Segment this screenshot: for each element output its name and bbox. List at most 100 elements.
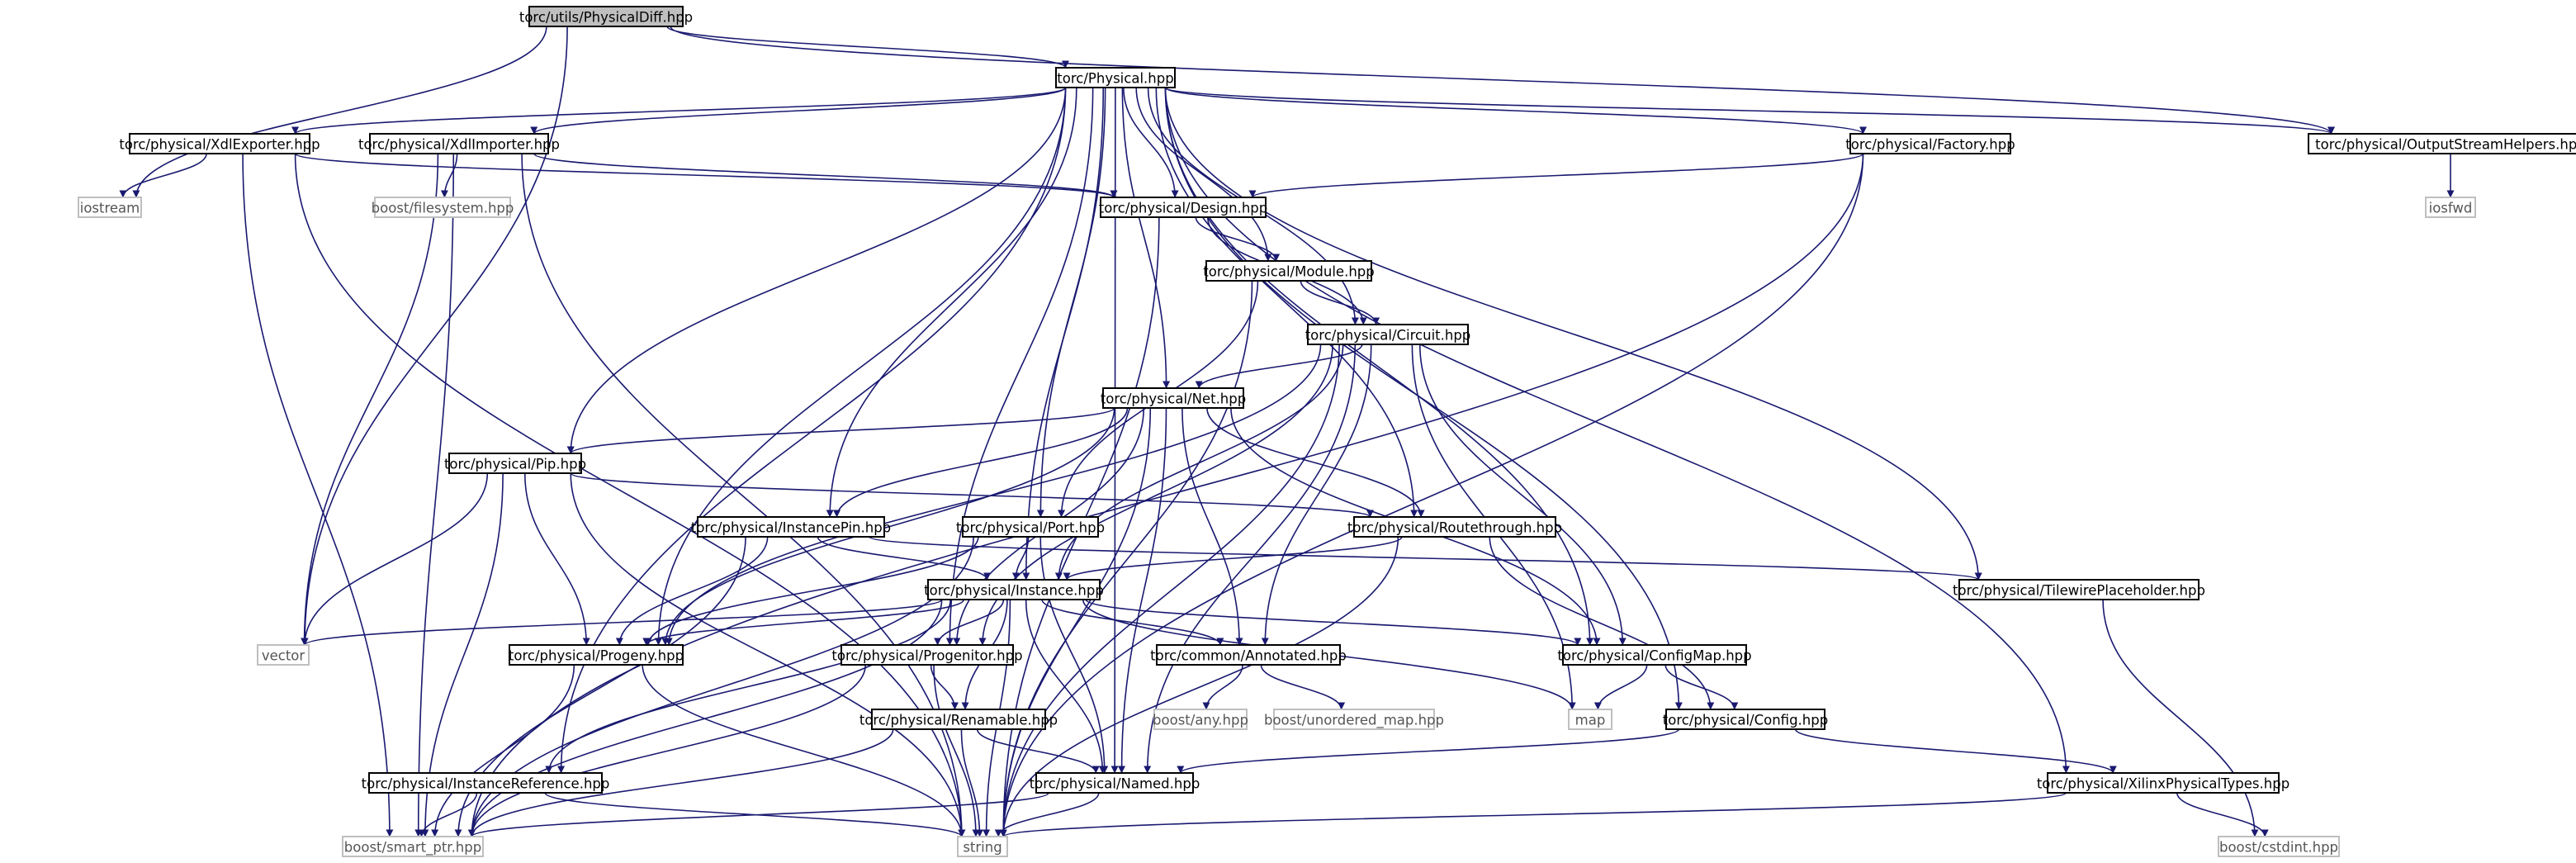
node-XilinxPhysicalTypes[interactable]: torc/physical/XilinxPhysicalTypes.hpp xyxy=(2037,772,2290,794)
edge-PhysicalDiff-to-Physical xyxy=(666,26,1069,69)
node-PhysicalDiff[interactable]: torc/utils/PhysicalDiff.hpp xyxy=(519,6,693,27)
edge-Module-to-Circuit xyxy=(1300,280,1380,325)
node-box xyxy=(528,6,684,27)
node-label: iosfwd xyxy=(2429,201,2473,216)
node-iostream: iostream xyxy=(78,197,142,218)
node-string: string xyxy=(957,836,1008,857)
edge-Pip-to-Routethrough xyxy=(570,472,1374,518)
node-box xyxy=(1665,709,1825,730)
node-label: torc/physical/InstancePin.hpp xyxy=(691,520,891,536)
edge-Physical-to-Factory xyxy=(1164,87,1867,135)
node-Config[interactable]: torc/physical/Config.hpp xyxy=(1663,709,1828,730)
edge-Circuit-to-ConfigMap xyxy=(1418,344,1627,646)
node-label: torc/physical/Design.hpp xyxy=(1099,201,1267,216)
node-label: torc/physical/InstanceReference.hpp xyxy=(362,776,610,792)
node-boost_smart_ptr: boost/smart_ptr.hpp xyxy=(342,836,484,857)
edge-XdlImporter-to-Design xyxy=(533,153,1118,198)
node-Pip[interactable]: torc/physical/Pip.hpp xyxy=(444,453,586,474)
node-box xyxy=(369,133,549,154)
edge-Instance-to-boost_smart_ptr xyxy=(467,599,943,837)
node-Physical[interactable]: torc/Physical.hpp xyxy=(1055,67,1176,88)
edge-Instance-to-ConfigMap xyxy=(1085,599,1582,646)
node-Design[interactable]: torc/physical/Design.hpp xyxy=(1099,197,1267,218)
edge-Design-to-Module xyxy=(1195,216,1281,262)
node-box xyxy=(1568,709,1612,730)
node-Named[interactable]: torc/physical/Named.hpp xyxy=(1030,772,1200,794)
edge-Named-to-boost_smart_ptr xyxy=(468,792,1049,837)
edge-InstancePin-to-Instance xyxy=(817,536,992,581)
node-Progenitor[interactable]: torc/physical/Progenitor.hpp xyxy=(831,644,1023,666)
node-InstanceReference[interactable]: torc/physical/InstanceReference.hpp xyxy=(362,772,610,794)
node-boost_filesystem: boost/filesystem.hpp xyxy=(372,197,514,218)
node-box xyxy=(1100,197,1267,218)
node-XdlExporter[interactable]: torc/physical/XdlExporter.hpp xyxy=(119,133,320,154)
node-label: torc/physical/Instance.hpp xyxy=(924,583,1104,599)
node-label: torc/physical/Renamable.hpp xyxy=(859,713,1058,728)
edge-PhysicalDiff-to-iostream xyxy=(132,26,547,198)
edge-Routethrough-to-Config xyxy=(1489,536,1715,710)
edge-InstanceReference-to-boost_smart_ptr xyxy=(418,792,478,837)
node-label: torc/utils/PhysicalDiff.hpp xyxy=(519,10,693,26)
node-box xyxy=(78,197,142,218)
node-Annotated[interactable]: torc/common/Annotated.hpp xyxy=(1150,644,1347,666)
node-boost_cstdint: boost/cstdint.hpp xyxy=(2218,836,2340,857)
edge-Physical-to-XilinxPhysicalTypes xyxy=(1164,87,2070,774)
edge-Net-to-Pip xyxy=(566,407,1115,454)
node-Module[interactable]: torc/physical/Module.hpp xyxy=(1203,260,1375,282)
nodes-layer: torc/utils/PhysicalDiff.hpp torc/Physical… xyxy=(78,6,2576,857)
node-boost_unordered_map: boost/unordered_map.hpp xyxy=(1264,709,1444,730)
edge-Net-to-Routethrough xyxy=(1206,407,1425,518)
edge-XdlExporter-to-boost_smart_ptr xyxy=(242,153,394,837)
node-label: boost/unordered_map.hpp xyxy=(1264,713,1444,729)
node-Factory[interactable]: torc/physical/Factory.hpp xyxy=(1845,133,2015,154)
node-Instance[interactable]: torc/physical/Instance.hpp xyxy=(924,579,1104,600)
node-label: torc/physical/OutputStreamHelpers.hpp xyxy=(2315,137,2576,153)
node-label: torc/physical/Factory.hpp xyxy=(1845,137,2015,153)
node-map: map xyxy=(1568,709,1612,730)
node-box xyxy=(2047,772,2280,794)
edge-Physical-to-Instance xyxy=(1022,87,1105,581)
edge-XdlExporter-to-iostream xyxy=(119,153,207,198)
node-label: torc/physical/Net.hpp xyxy=(1101,391,1246,407)
edge-Circuit-to-Annotated xyxy=(1261,344,1372,646)
edge-Physical-to-ConfigMap xyxy=(1164,87,1594,646)
node-label: torc/Physical.hpp xyxy=(1057,71,1173,87)
edge-Physical-to-InstancePin xyxy=(826,87,1077,518)
edge-Progenitor-to-Renamable xyxy=(930,664,959,710)
node-Progeny[interactable]: torc/physical/Progeny.hpp xyxy=(509,644,684,666)
edge-Circuit-to-Named xyxy=(1144,344,1357,774)
node-Routethrough[interactable]: torc/physical/Routethrough.hpp xyxy=(1347,516,1562,538)
node-Port[interactable]: torc/physical/Port.hpp xyxy=(956,516,1105,538)
node-box xyxy=(2308,133,2576,154)
node-label: torc/physical/Circuit.hpp xyxy=(1305,328,1471,344)
node-ConfigMap[interactable]: torc/physical/ConfigMap.hpp xyxy=(1557,644,1752,666)
edge-Physical-to-XdlExporter xyxy=(291,87,1067,135)
edge-Physical-to-Pip xyxy=(566,87,1067,454)
node-XdlImporter[interactable]: torc/physical/XdlImporter.hpp xyxy=(358,133,560,154)
node-box xyxy=(2218,836,2340,857)
node-label: torc/physical/TilewirePlaceholder.hpp xyxy=(1953,583,2205,599)
node-label: boost/cstdint.hpp xyxy=(2219,840,2338,856)
edge-Pip-to-string xyxy=(570,472,966,837)
node-label: torc/physical/Config.hpp xyxy=(1663,713,1828,728)
edge-ConfigMap-to-Config xyxy=(1664,664,1739,710)
node-OutputStreamHelpers[interactable]: torc/physical/OutputStreamHelpers.hpp xyxy=(2308,133,2576,154)
edge-Physical-to-Net xyxy=(1121,87,1171,389)
node-box xyxy=(368,772,603,794)
edge-TilewirePlaceholder-to-boost_cstdint xyxy=(2102,599,2259,837)
edge-Routethrough-to-string xyxy=(999,536,1399,837)
node-TilewirePlaceholder[interactable]: torc/physical/TilewirePlaceholder.hpp xyxy=(1953,579,2205,600)
node-label: torc/physical/Named.hpp xyxy=(1030,776,1200,792)
edge-Instance-to-vector xyxy=(301,599,943,646)
node-Circuit[interactable]: torc/physical/Circuit.hpp xyxy=(1305,324,1471,345)
node-InstancePin[interactable]: torc/physical/InstancePin.hpp xyxy=(691,516,891,538)
node-Renamable[interactable]: torc/physical/Renamable.hpp xyxy=(859,709,1058,730)
edge-Net-to-Progeny xyxy=(661,407,1115,646)
edge-Physical-to-Design xyxy=(1123,87,1179,198)
edge-Port-to-Progeny xyxy=(644,536,979,646)
edge-Factory-to-boost_smart_ptr xyxy=(467,153,1864,837)
node-box xyxy=(1353,516,1556,538)
node-box xyxy=(374,197,511,218)
edge-Circuit-to-string xyxy=(999,344,1340,837)
node-Net[interactable]: torc/physical/Net.hpp xyxy=(1101,387,1246,409)
